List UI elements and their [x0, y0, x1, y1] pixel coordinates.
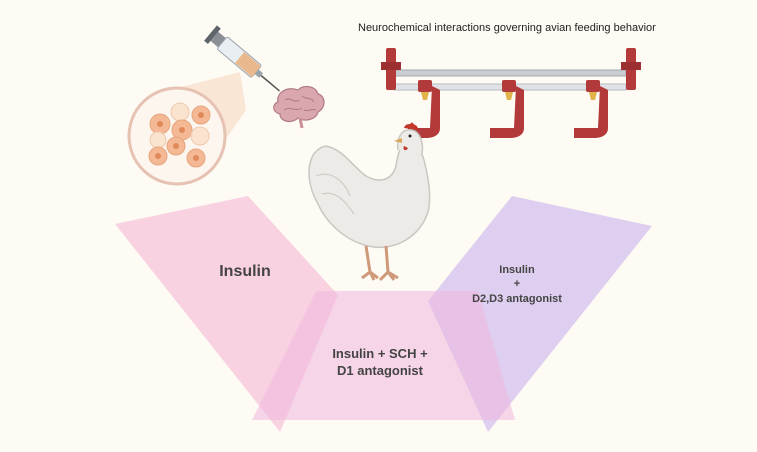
right-label-line-1: Insulin [499, 264, 535, 276]
center-label-line-2: D1 antagonist [337, 362, 423, 378]
left-label-line: Insulin [219, 263, 271, 280]
right-label-line-2: + [513, 278, 521, 291]
syringe-icon [204, 25, 280, 92]
center-region-label: Insulin + SCH + D1 antagonist [310, 346, 450, 380]
cell-culture-icon [127, 72, 246, 186]
right-label-line-3: D2,D3 antagonist [472, 292, 562, 305]
nipple-drinker-icon [381, 48, 641, 138]
left-region-label: Insulin [195, 262, 295, 283]
brain-icon [273, 85, 325, 129]
center-panel [252, 291, 515, 420]
center-label-line-1: Insulin + SCH + [332, 346, 428, 361]
diagram-title: Neurochemical interactions governing avi… [358, 22, 656, 34]
chicken-icon [308, 122, 431, 282]
right-region-label: Insulin + D2,D3 antagonist [452, 263, 582, 306]
